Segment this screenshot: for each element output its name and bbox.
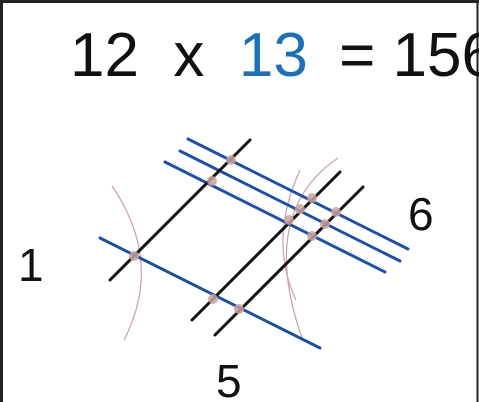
intersection-dot xyxy=(295,204,305,214)
equation-multiplicand: 12 xyxy=(70,21,139,90)
intersection-points xyxy=(129,155,341,314)
intersection-dot xyxy=(307,231,317,241)
arc-right-outer xyxy=(285,157,339,339)
blue-line-units-2 xyxy=(178,149,402,263)
intersection-dot xyxy=(284,215,294,225)
equation-operator: x xyxy=(156,21,221,90)
right-count-label: 6 xyxy=(408,188,434,240)
equation-equals: = xyxy=(339,21,375,90)
intersection-dot xyxy=(331,207,341,217)
intersection-dot xyxy=(307,193,317,203)
construction-arcs xyxy=(111,157,339,341)
arc-right-inner xyxy=(282,169,301,301)
intersection-dot xyxy=(234,304,244,314)
intersection-dot xyxy=(129,251,139,261)
intersection-dot xyxy=(226,155,236,165)
blue-line-units-1 xyxy=(186,137,410,251)
equation-heading: 12 x 13 = 156 xyxy=(70,21,479,90)
intersection-dot xyxy=(207,176,217,186)
intersection-dot xyxy=(320,219,330,229)
equation-multiplier: 13 xyxy=(239,21,308,90)
intersection-dot xyxy=(208,294,218,304)
equation-product: 156 xyxy=(393,21,479,90)
blue-line-units-3 xyxy=(163,160,387,274)
left-count-label: 1 xyxy=(18,239,44,291)
arc-left xyxy=(111,185,143,341)
bottom-count-label: 5 xyxy=(216,355,242,402)
